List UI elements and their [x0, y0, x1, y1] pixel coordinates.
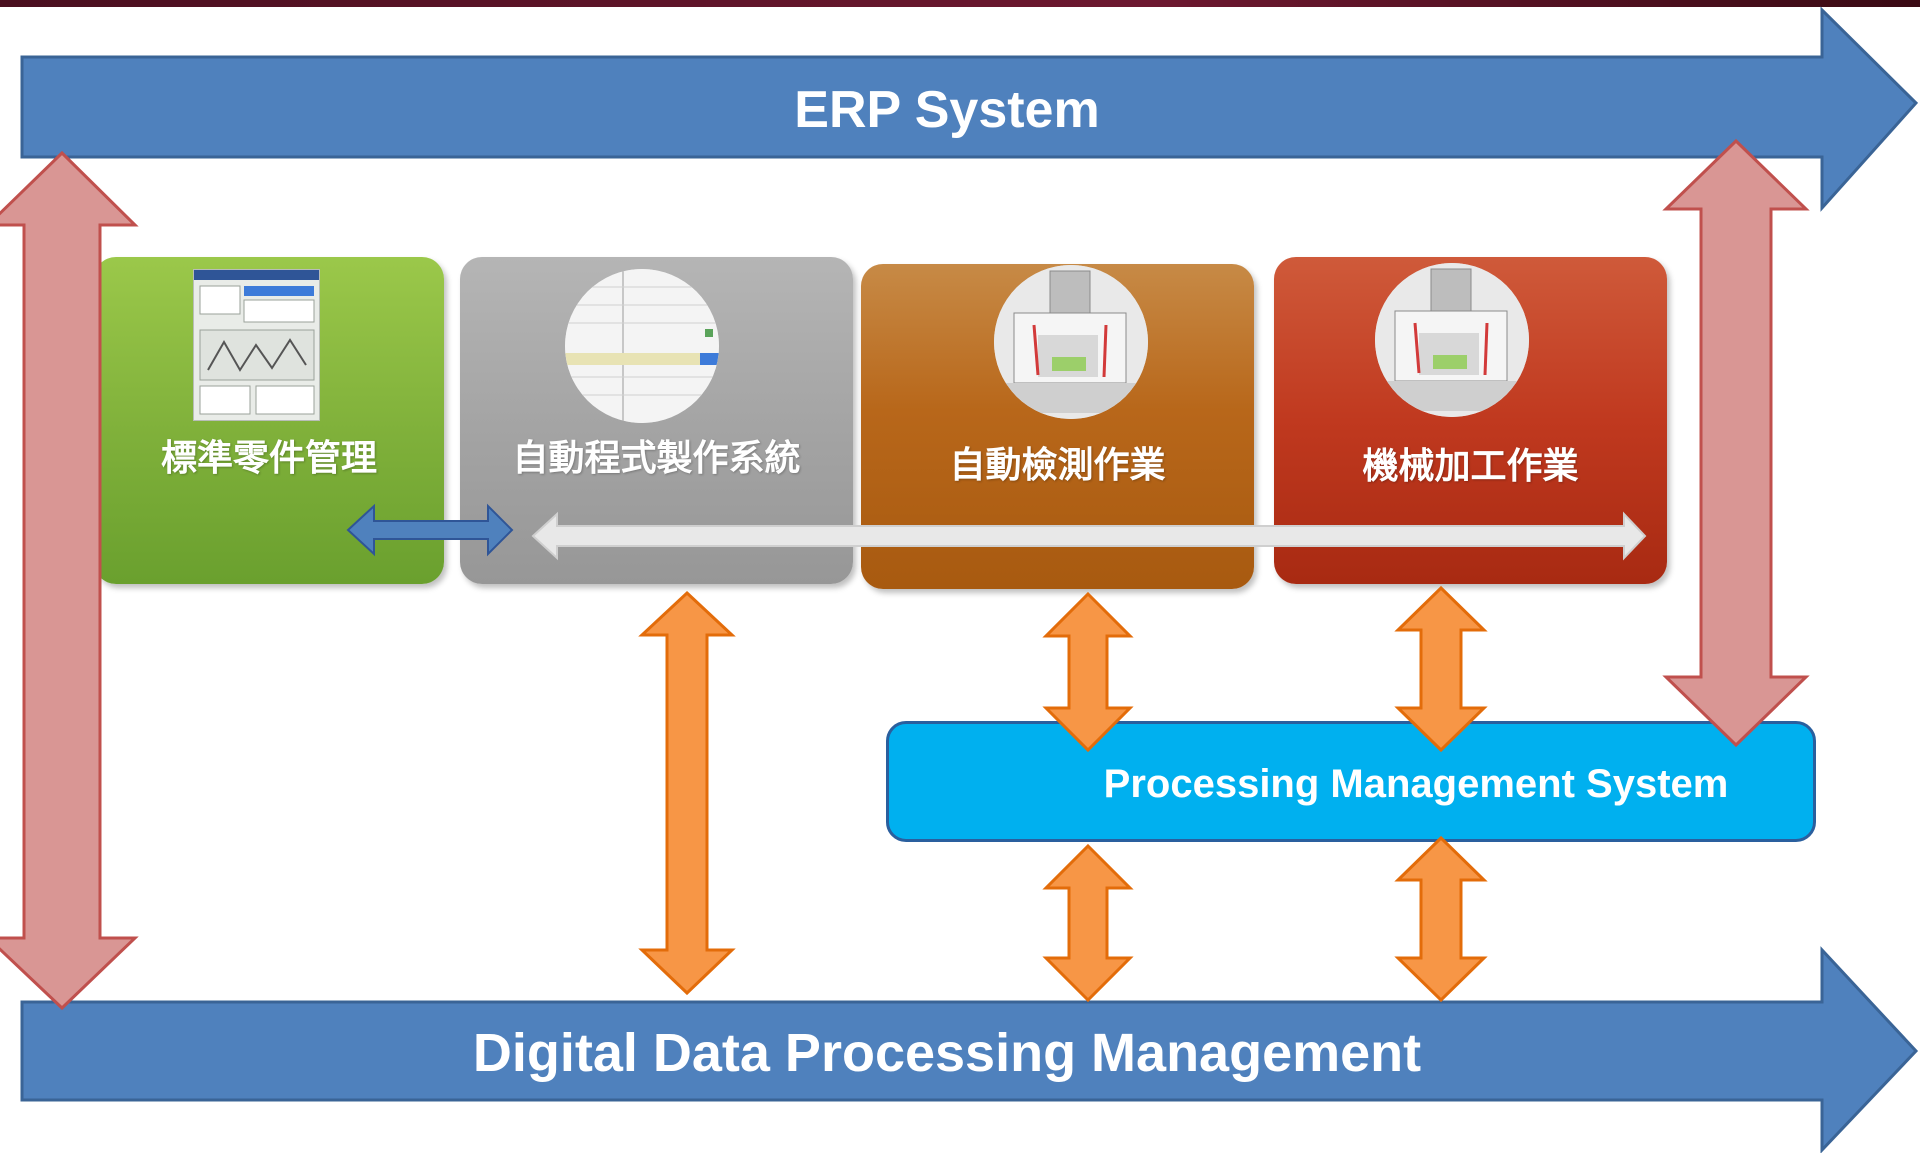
- processing-management-system-box: Processing Management System: [886, 721, 1816, 842]
- digital-band-arrow: [20, 946, 1919, 1153]
- digital-data-processing-label: Digital Data Processing Management: [472, 1023, 1422, 1083]
- gray-double-arrow: [531, 511, 1647, 561]
- orange-arrow-inspection-pms: [1042, 591, 1134, 753]
- module-auto-inspection-label: 自動檢測作業: [949, 445, 1166, 486]
- orange-arrow-machining-pms: [1394, 585, 1488, 753]
- module-standard-parts-label: 標準零件管理: [160, 438, 377, 479]
- module-machining-label: 機械加工作業: [1362, 446, 1579, 487]
- erp-band-arrow: [20, 6, 1919, 212]
- right-pink-double-arrow: [1662, 138, 1810, 748]
- orange-arrow-pms-digital-right: [1394, 835, 1488, 1003]
- left-pink-double-arrow: [0, 150, 139, 1011]
- inspection-machine-thumbnail: [994, 265, 1148, 419]
- code-listing-thumbnail: [565, 269, 719, 423]
- top-accent-bar: [0, 0, 1920, 7]
- orange-arrow-programming-digital: [638, 590, 736, 996]
- blue-double-arrow: [346, 503, 514, 557]
- erp-system-label: ERP System: [794, 81, 1100, 139]
- processing-management-system-label: Processing Management System: [1103, 762, 1729, 806]
- machining-machine-thumbnail: [1375, 263, 1529, 417]
- software-screen-thumbnail: [193, 269, 320, 421]
- module-auto-programming-label: 自動程式製作系統: [512, 438, 801, 479]
- orange-arrow-pms-digital-left: [1042, 843, 1134, 1003]
